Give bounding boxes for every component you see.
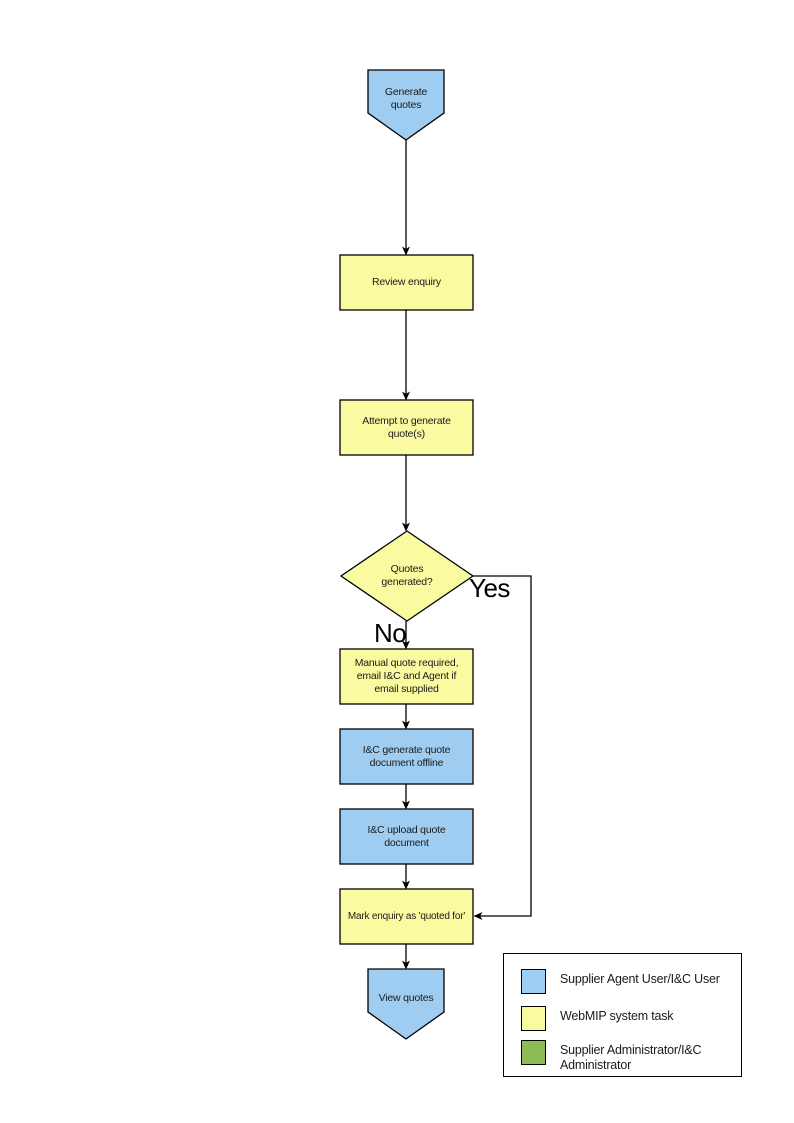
edge-decision-yes-to-mark: [473, 575, 532, 920]
legend-item-user-task: Supplier Agent User/I&C User: [521, 969, 720, 994]
node-review-enquiry[interactable]: [339, 254, 474, 311]
node-ic-upload-quote-document[interactable]: [339, 808, 474, 865]
node-view-quotes[interactable]: [367, 968, 445, 1040]
review-enquiry-shape[interactable]: [339, 254, 474, 311]
legend-swatch-yellow-icon: [521, 1006, 546, 1031]
legend-label-admin-task: Supplier Administrator/I&C Administrator: [560, 1043, 702, 1072]
legend-item-system-task: WebMIP system task: [521, 1006, 674, 1031]
mark-enquiry-as-quoted-for-shape[interactable]: [339, 888, 474, 945]
ic-upload-quote-document-shape[interactable]: [339, 808, 474, 865]
connector-group: [402, 140, 532, 970]
generate-quotes-shape[interactable]: [367, 69, 445, 141]
edge-label-no: No: [374, 618, 407, 648]
legend-item-admin-task: Supplier Administrator/I&C Administrator: [521, 1040, 702, 1073]
view-quotes-shape[interactable]: [367, 968, 445, 1040]
node-generate-quotes[interactable]: [367, 69, 445, 141]
node-ic-generate-quote-document-offline[interactable]: [339, 728, 474, 785]
node-attempt-to-generate-quotes[interactable]: [339, 399, 474, 456]
attempt-to-generate-quotes-shape[interactable]: [339, 399, 474, 456]
legend-swatch-green-icon: [521, 1040, 546, 1065]
quotes-generated-decision-shape[interactable]: [339, 530, 475, 622]
ic-generate-quote-document-offline-shape[interactable]: [339, 728, 474, 785]
legend-label-system-task: WebMIP system task: [560, 1009, 674, 1023]
edge-label-yes: Yes: [469, 573, 510, 603]
node-mark-enquiry-as-quoted-for[interactable]: [339, 888, 474, 945]
legend-label-user-task: Supplier Agent User/I&C User: [560, 972, 720, 986]
legend-swatch-blue-icon: [521, 969, 546, 994]
manual-quote-required-shape[interactable]: [339, 648, 474, 705]
node-quotes-generated-decision[interactable]: [339, 530, 475, 622]
legend-panel: Supplier Agent User/I&C User WebMIP syst…: [503, 953, 742, 1077]
node-manual-quote-required[interactable]: [339, 648, 474, 705]
